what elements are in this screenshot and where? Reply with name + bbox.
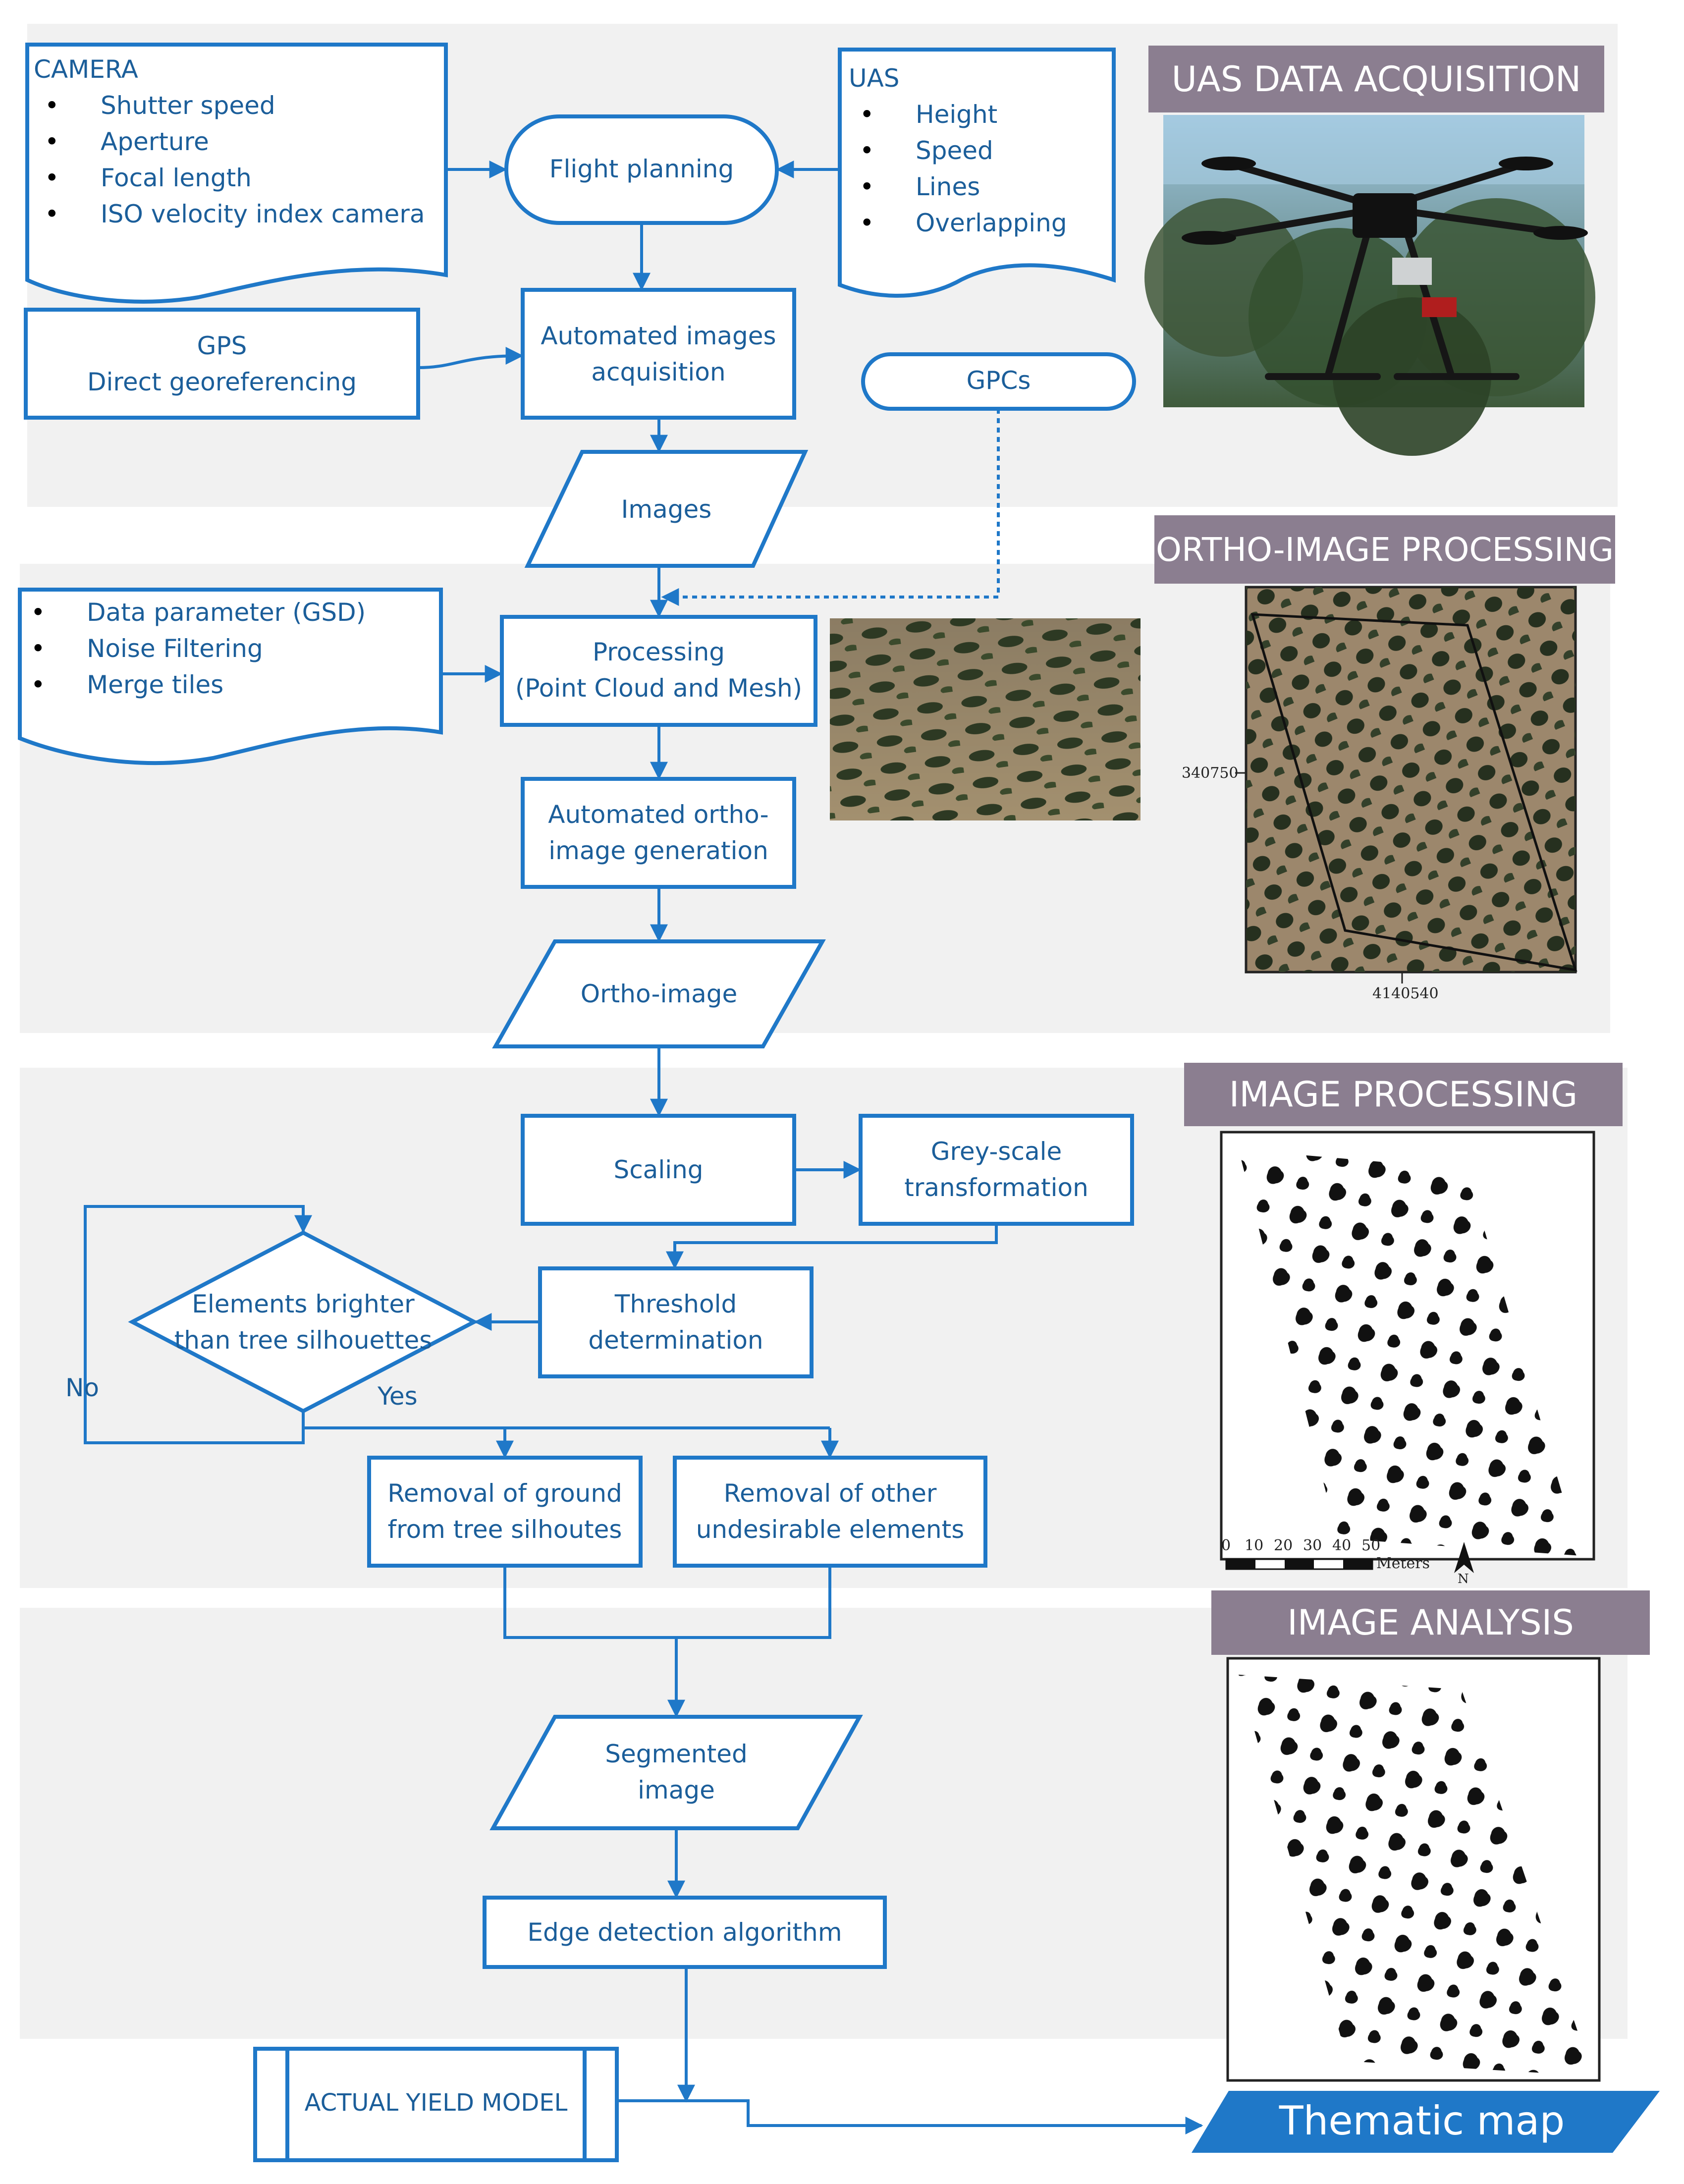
scale-tick: 20 (1274, 1537, 1293, 1554)
banner-uas-data-acquisition: UAS DATA ACQUISITION (1148, 46, 1604, 112)
field-photo (830, 618, 1141, 820)
no-label: No (65, 1373, 99, 1402)
ortho-generation-node (521, 777, 796, 889)
automated-acquisition-line1: Automated images (541, 322, 776, 350)
segmented-label: Segmented image (528, 1736, 825, 1808)
line-merge (503, 1566, 831, 1639)
ortho-generation-line1: Automated ortho- (548, 800, 769, 829)
processing-label: Processing (Point Cloud and Mesh) (502, 634, 815, 706)
ortho-generation-label: Automated ortho- image generation (523, 797, 794, 869)
gps-label-line2: Direct georeferencing (87, 367, 357, 396)
decision-line2: than tree silhouettes (174, 1325, 433, 1355)
ortho-image-node (492, 939, 826, 1048)
uas-title: UAS (849, 64, 900, 93)
removal-other-label: Removal of other undesirable elements (675, 1475, 985, 1547)
processing-line2: (Point Cloud and Mesh) (515, 673, 803, 703)
flight-planning-label: Flight planning (549, 155, 734, 183)
gps-label-line1: GPS (197, 331, 247, 360)
camera-item: Focal length (34, 160, 440, 196)
automated-acquisition-label: Automated images acquisition (523, 318, 794, 390)
arrow-no-loop (84, 1205, 312, 1444)
removal-other-node (673, 1456, 987, 1568)
scale-tick: 10 (1245, 1537, 1264, 1554)
yield-model-label: ACTUAL YIELD MODEL (304, 2089, 568, 2117)
ortho-map (1235, 586, 1577, 983)
scaling-node (521, 1114, 796, 1226)
arrow-greyscale-to-threshold (666, 1224, 998, 1269)
connectors (84, 161, 1203, 2134)
params-item: Data parameter (GSD) (20, 595, 436, 631)
arrow-gpcs-to-processing (661, 409, 1000, 606)
camera-list: Shutter speed Aperture Focal length ISO … (34, 88, 440, 232)
removal-ground-line1: Removal of ground (387, 1479, 622, 1508)
uas-item: Overlapping (849, 205, 1106, 241)
yes-label: Yes (378, 1382, 418, 1411)
camera-item: ISO velocity index camera (34, 196, 440, 232)
yield-model-node (253, 2047, 619, 2162)
removal-ground-label: Removal of ground from tree silhoutes (369, 1475, 641, 1547)
camera-item: Shutter speed (34, 88, 440, 124)
params-item: Merge tiles (20, 667, 436, 703)
threshold-line1: Threshold (614, 1290, 737, 1318)
images-node (524, 450, 809, 568)
banner-ortho-image-processing: ORTHO-IMAGE PROCESSING (1154, 515, 1615, 584)
arrow-model-to-thematic-map (617, 2099, 1203, 2134)
thematic-map-label: Thematic map (1279, 2098, 1565, 2144)
greyscale-line2: transformation (904, 1173, 1088, 1202)
segmented-node (489, 1715, 863, 1830)
segmented-line1: Segmented (605, 1740, 748, 1768)
greyscale-label: Grey-scale transformation (861, 1134, 1132, 1205)
params-item: Noise Filtering (20, 631, 436, 667)
gps-label: GPS Direct georeferencing (26, 328, 418, 400)
banner-image-analysis: IMAGE ANALYSIS (1211, 1590, 1650, 1655)
edge-detection-node (483, 1896, 887, 1969)
gps-node (24, 308, 420, 420)
edge-detection-label: Edge detection algorithm (527, 1918, 842, 1947)
flow-shapes (18, 43, 1136, 2162)
images-label: Images (621, 495, 712, 524)
uas-item: Height (849, 97, 1106, 133)
ortho-map-y-tick: 340750 (1182, 764, 1239, 782)
thematic-map-shape (1192, 2091, 1660, 2153)
uas-item: Lines (849, 169, 1106, 205)
camera-title: CAMERA (34, 55, 138, 84)
uas-item: Speed (849, 133, 1106, 169)
removal-ground-line2: from tree silhoutes (387, 1515, 622, 1544)
drone-photo (1144, 115, 1595, 456)
threshold-label: Threshold determination (540, 1286, 812, 1358)
ortho-generation-line2: image generation (548, 836, 768, 865)
scaling-label: Scaling (613, 1155, 704, 1184)
uas-list: Height Speed Lines Overlapping (849, 97, 1106, 241)
banner-image-processing: IMAGE PROCESSING (1184, 1063, 1623, 1126)
processing-params-list: Data parameter (GSD) Noise Filtering Mer… (20, 595, 436, 703)
greyscale-line1: Grey-scale (930, 1137, 1062, 1166)
removal-other-line2: undesirable elements (696, 1515, 965, 1544)
ortho-map-x-tick: 4140540 (1372, 985, 1439, 1002)
automated-acquisition-line2: acquisition (591, 357, 726, 386)
scale-north-label: N (1458, 1572, 1469, 1586)
scale-tick: 30 (1303, 1537, 1322, 1554)
scale-tick: 50 (1361, 1537, 1381, 1554)
binary-map-analysis (1226, 1657, 1601, 2082)
decision-label: Elements brighter than tree silhouettes (155, 1286, 452, 1358)
decision-line1: Elements brighter (192, 1290, 415, 1318)
arrow-gps-to-acquisition (418, 347, 524, 369)
scale-tick: 0 (1221, 1537, 1231, 1554)
segmented-line2: image (638, 1775, 715, 1804)
camera-item: Aperture (34, 124, 440, 160)
gpcs-label: GPCs (966, 366, 1031, 395)
threshold-line2: determination (588, 1325, 763, 1355)
scale-unit: Meters (1376, 1555, 1430, 1572)
scale-bar (1225, 1542, 1474, 1573)
scale-tick: 40 (1332, 1537, 1352, 1554)
binary-map-processing (1220, 1131, 1595, 1573)
processing-line1: Processing (593, 638, 725, 666)
removal-other-line1: Removal of other (723, 1479, 937, 1508)
ortho-image-label: Ortho-image (580, 980, 738, 1008)
line-yes-branch (302, 1411, 830, 1429)
north-arrow-icon (1454, 1542, 1474, 1573)
